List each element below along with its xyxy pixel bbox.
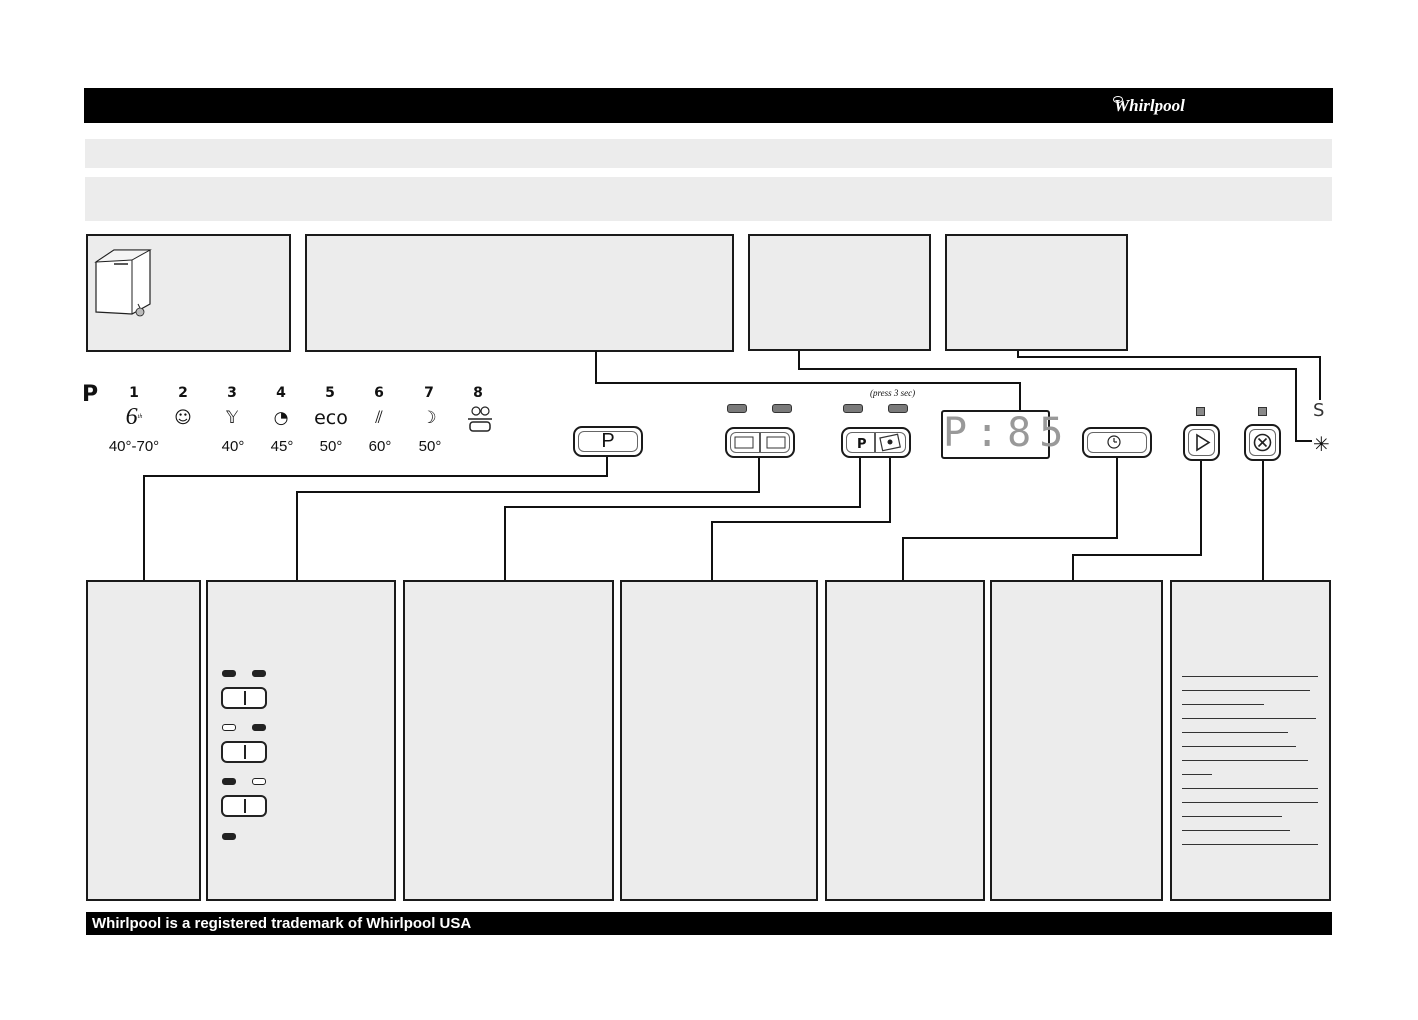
redacted-line xyxy=(1182,802,1318,803)
programme-temp-1: 40°-70° xyxy=(108,438,160,455)
start-led xyxy=(1196,407,1205,416)
description-panel-1 xyxy=(305,234,734,352)
programme-number-4: 4 xyxy=(276,385,286,401)
info-box-programme xyxy=(86,580,201,901)
programme-p-label: P xyxy=(82,382,99,407)
info-box-tablet-2 xyxy=(620,580,818,901)
title-strip xyxy=(85,139,1332,168)
description-panel-3 xyxy=(945,234,1128,351)
redacted-line xyxy=(1182,718,1316,719)
programme-number-8: 8 xyxy=(473,385,483,401)
cancel-button[interactable] xyxy=(1244,424,1281,461)
svg-text:P: P xyxy=(857,437,867,452)
delay-clock-icon xyxy=(1107,435,1121,449)
redacted-line xyxy=(1182,704,1264,705)
reset-led xyxy=(1258,407,1267,416)
half-load-mini-button-c xyxy=(221,795,267,817)
half-load-led-d1 xyxy=(222,833,236,840)
info-box-tablet xyxy=(403,580,614,901)
description-panel-2 xyxy=(748,234,931,351)
half-load-mini-button-a xyxy=(221,687,267,709)
eco-icon: eco xyxy=(314,407,348,429)
programme-number-5: 5 xyxy=(325,385,335,401)
programme-number-1: 1 xyxy=(129,385,139,401)
programme-number-3: 3 xyxy=(227,385,237,401)
quick-wash-icon: ◔ xyxy=(273,408,289,428)
dishwasher-panel xyxy=(86,234,291,352)
redacted-line xyxy=(1182,676,1318,677)
start-button[interactable] xyxy=(1183,424,1220,461)
half-load-led-b1 xyxy=(222,724,236,731)
half-load-led-upper xyxy=(727,404,747,413)
tablet-led-2 xyxy=(888,404,908,413)
subtitle-strip xyxy=(85,177,1332,221)
redacted-line xyxy=(1182,830,1290,831)
programme-temp-3: 40° xyxy=(221,438,245,455)
self-clean-icon xyxy=(463,402,497,438)
programme-temp-6: 60° xyxy=(368,438,392,455)
play-icon xyxy=(1196,433,1211,452)
brand-logo: Whirlpool xyxy=(1113,96,1185,115)
footer-bar: Whirlpool is a registered trademark of W… xyxy=(86,912,1332,935)
info-box-start xyxy=(990,580,1163,901)
programme-temp-4: 45° xyxy=(270,438,294,455)
programme-number-2: 2 xyxy=(178,385,188,401)
digital-display: P:85 xyxy=(941,410,1063,459)
redacted-line xyxy=(1182,788,1318,789)
tablet-button[interactable]: P xyxy=(841,427,911,458)
glass-icon: 𝕐 xyxy=(225,408,239,428)
redacted-line xyxy=(1182,774,1212,775)
redacted-line xyxy=(1182,732,1288,733)
cancel-icon xyxy=(1253,433,1272,452)
intensive-icon: ⫽ xyxy=(375,408,383,428)
half-load-icon xyxy=(734,433,786,452)
delay-start-button[interactable] xyxy=(1082,427,1152,458)
tablet-led-1 xyxy=(843,404,863,413)
rinse-aid-indicator-icon: ✳ xyxy=(1313,432,1330,456)
redacted-line xyxy=(1182,816,1282,817)
redacted-line xyxy=(1182,844,1318,845)
half-load-led-a2 xyxy=(252,670,266,677)
programme-button[interactable]: P xyxy=(573,426,643,457)
redacted-line xyxy=(1182,760,1308,761)
half-load-led-b2 xyxy=(252,724,266,731)
salt-indicator: S xyxy=(1313,400,1325,421)
6th-sense-icon: 6th xyxy=(125,404,143,430)
tablet-icon: P xyxy=(857,433,901,452)
half-load-led-a1 xyxy=(222,670,236,677)
programme-number-6: 6 xyxy=(374,385,384,401)
programme-number-7: 7 xyxy=(424,385,434,401)
self-clean-glyph-icon xyxy=(468,406,492,432)
logo-swirl-icon xyxy=(1113,96,1123,103)
info-box-half-load xyxy=(206,580,396,901)
header-bar: Whirlpool xyxy=(84,88,1333,123)
dishwasher-icon xyxy=(94,249,152,317)
half-load-mini-button-b xyxy=(221,741,267,763)
half-load-led-c1 xyxy=(222,778,236,785)
night-icon: ☽ xyxy=(421,408,437,428)
press-hint: (press 3 sec) xyxy=(870,388,916,398)
half-load-button[interactable] xyxy=(725,427,795,458)
info-box-delay xyxy=(825,580,985,901)
programme-button-label: P xyxy=(601,430,615,452)
half-load-led-c2 xyxy=(252,778,266,785)
redacted-line xyxy=(1182,690,1310,691)
rinse-icon: ☺ xyxy=(174,408,192,428)
redacted-line xyxy=(1182,746,1296,747)
programme-temp-7: 50° xyxy=(418,438,442,455)
half-load-led-lower xyxy=(772,404,792,413)
info-box-cancel xyxy=(1170,580,1331,901)
programme-temp-5: 50° xyxy=(319,438,343,455)
